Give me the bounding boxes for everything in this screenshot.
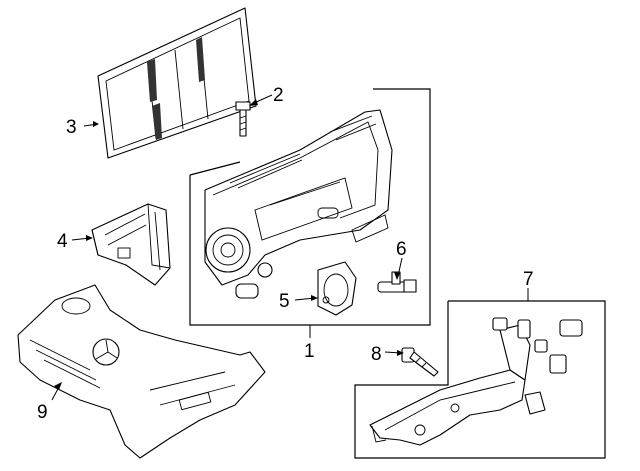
bolt-part-2: [235, 101, 251, 137]
air-cleaner-housing: [204, 109, 393, 299]
engine-cover: [17, 284, 266, 459]
callout-7: 7: [523, 269, 534, 290]
wiring-harness-bracket: [369, 317, 583, 446]
callout-8: 8: [371, 344, 382, 365]
sensor-part-6: [377, 271, 417, 293]
assembly-frame-1: [189, 88, 431, 326]
callout-6: 6: [396, 239, 407, 260]
bolt-part-8: [401, 347, 439, 377]
air-filter-element: [97, 7, 257, 159]
callout-4: 4: [57, 231, 68, 252]
callout-labels: 3 2 4 5 6 1 7 8 9: [37, 85, 534, 423]
intake-duct: [91, 203, 171, 286]
callout-5: 5: [279, 291, 290, 312]
callout-1: 1: [304, 341, 315, 362]
mass-airflow-housing: [317, 261, 357, 316]
leader-lines: [51, 94, 529, 401]
callout-3: 3: [66, 117, 77, 138]
callout-2: 2: [273, 85, 284, 106]
assembly-frame-7: [354, 300, 606, 459]
callout-9: 9: [37, 402, 48, 423]
